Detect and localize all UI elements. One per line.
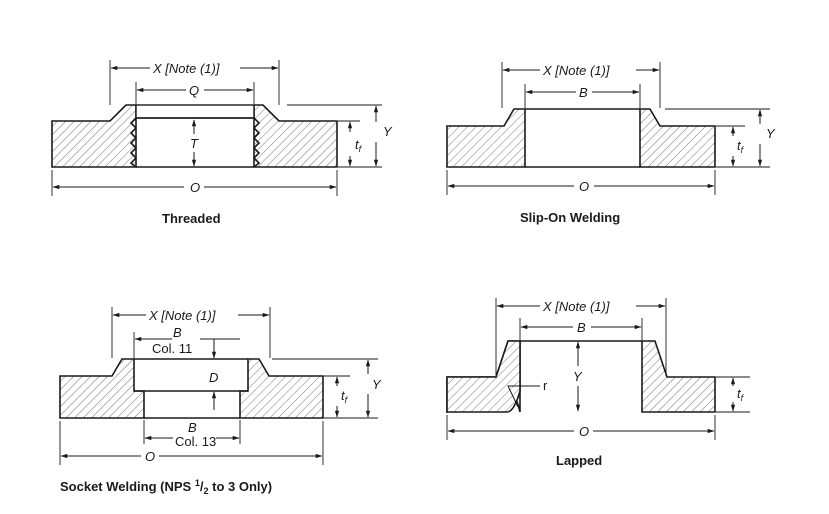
slip-on-flange — [446, 62, 770, 195]
threaded-y-label: Y — [383, 124, 393, 139]
caption-threaded: Threaded — [162, 211, 221, 226]
caption-lapped: Lapped — [556, 453, 602, 468]
slipon-tf-label: tf — [737, 138, 745, 155]
socket-x-label: X [Note (1)] — [148, 308, 216, 323]
lapped-b-label: B — [577, 320, 586, 335]
lapped-r-label: r — [543, 378, 548, 393]
lapped-tf-label: tf — [737, 386, 745, 403]
lapped-y-label: Y — [573, 369, 583, 384]
threaded-flange — [51, 60, 382, 196]
socket-o-label: O — [145, 449, 155, 464]
lapped-x-label: X [Note (1)] — [542, 299, 610, 314]
slipon-x-label: X [Note (1)] — [542, 63, 610, 78]
socket-tf-label: tf — [341, 388, 349, 405]
threaded-t-label: T — [190, 136, 199, 151]
slipon-o-label: O — [579, 179, 589, 194]
socket-d-label: D — [209, 370, 218, 385]
lapped-o-label: O — [579, 424, 589, 439]
threaded-q-label: Q — [189, 83, 199, 98]
caption-slip-on: Slip-On Welding — [520, 210, 620, 225]
socket-col11-label: Col. 11 — [152, 341, 192, 356]
slipon-y-label: Y — [766, 126, 776, 141]
socket-col13-label: Col. 13 — [175, 434, 216, 449]
slipon-b-label: B — [579, 85, 588, 100]
socket-b-bottom-label: B — [188, 420, 197, 435]
lapped-flange — [446, 298, 750, 440]
threaded-o-label: O — [190, 180, 200, 195]
threaded-tf-label: tf — [355, 137, 363, 154]
socket-welding-flange — [59, 307, 378, 465]
caption-socket-welding: Socket Welding (NPS 1/2 to 3 Only) — [60, 478, 272, 496]
socket-b-top-label: B — [173, 325, 182, 340]
socket-y-label: Y — [372, 377, 382, 392]
threaded-x-label: X [Note (1)] — [152, 61, 220, 76]
